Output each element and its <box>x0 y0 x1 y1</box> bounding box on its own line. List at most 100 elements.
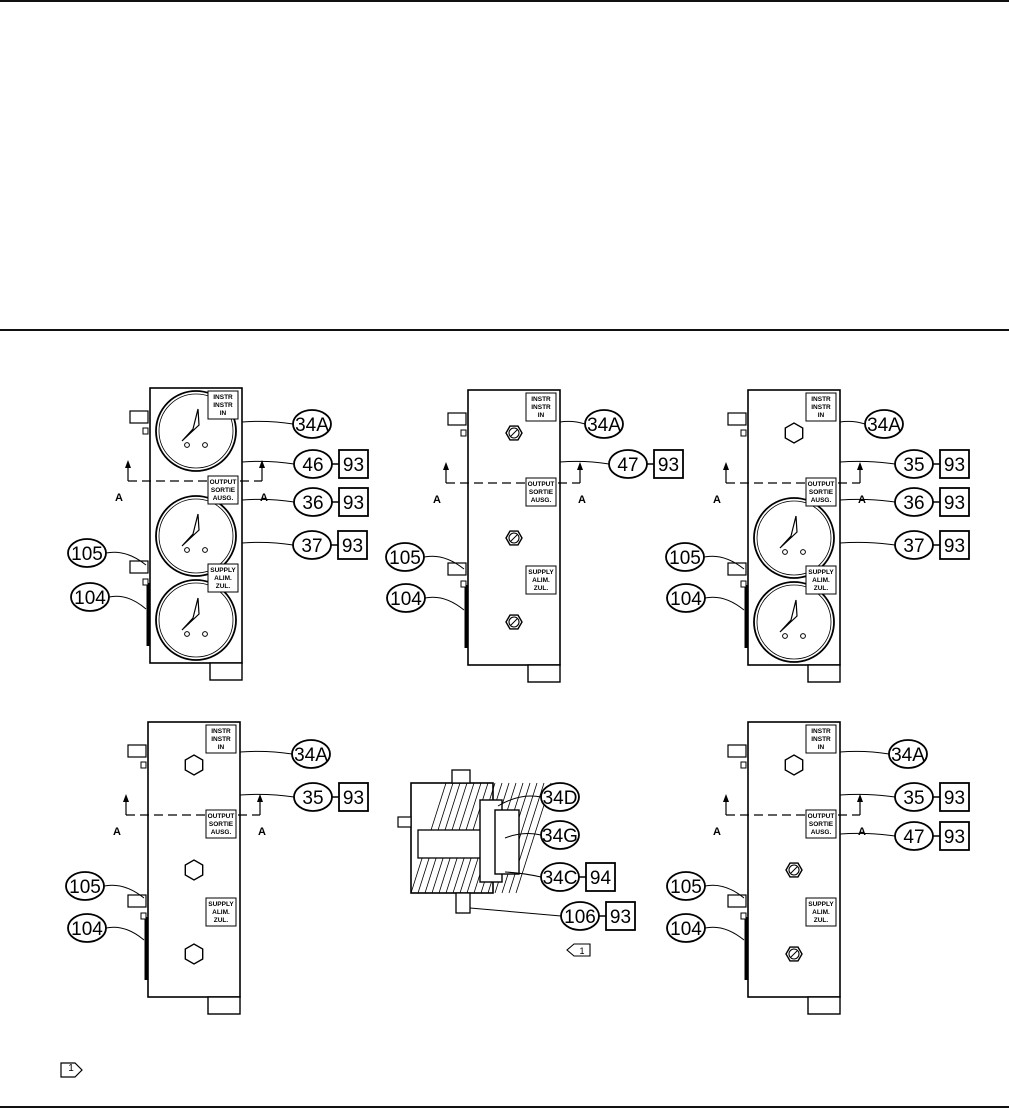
panel-three-plugs-port-3-plug <box>184 943 204 965</box>
panel-three-gauges-foot <box>209 662 243 681</box>
section-callout-106-ref: 93 <box>610 907 631 928</box>
panel-three-gauges-section-arrowhead <box>259 460 265 468</box>
panel-three-gauges-port-1-gauge-bezel <box>158 393 234 469</box>
panel-plug-two-fittings-callout-35-leader <box>839 793 896 798</box>
panel-plug-two-gauges-callout-37-id: 37 <box>903 536 924 557</box>
panel-three-gauges-label-box-line: AUSG. <box>213 495 234 502</box>
panel-three-fittings-callout-47-ref: 93 <box>658 455 679 476</box>
panel-three-gauges-port-1-gauge-screw <box>202 442 208 448</box>
top-rule <box>0 0 1009 2</box>
panel-three-gauges-label-box-line: IN <box>220 410 227 417</box>
panel-plug-two-gauges-callout-37-leader <box>839 541 896 546</box>
panel-plug-two-fittings-pin <box>740 912 747 920</box>
panel-three-plugs-callout-105-id: 105 <box>69 877 101 898</box>
panel-plug-two-gauges-bottom-port <box>727 562 747 576</box>
panel-three-fittings-callout-104-id: 104 <box>390 589 422 610</box>
panel-three-gauges-callout-46-ref: 93 <box>343 455 364 476</box>
panel-three-plugs-label-box-line: INSTR <box>211 736 231 743</box>
panel-plug-two-fittings-callout-47-ref: 93 <box>944 827 965 848</box>
panel-three-gauges-port-1-gauge-needle <box>181 408 200 442</box>
panel-plug-two-fittings-callout-34A-id: 34A <box>891 745 925 766</box>
panel-three-fittings-label-box <box>525 477 557 507</box>
panel-three-gauges-callout-46-id: 46 <box>302 455 323 476</box>
panel-three-plugs-callout-105-bubble <box>65 871 105 901</box>
panel-three-fittings-top-port <box>447 412 467 426</box>
panel-plug-two-fittings-label-box-line: ZUL. <box>814 917 829 924</box>
panel-three-gauges-callout-36-leader <box>241 498 295 503</box>
panel-three-gauges-label-box <box>207 390 239 420</box>
panel-plug-two-fittings-foot <box>807 996 841 1015</box>
panel-plug-two-gauges-pin <box>740 580 747 588</box>
panel-plug-two-gauges-callout-105-id: 105 <box>669 548 701 569</box>
panel-three-fittings-label-box-line: SUPPLY <box>528 569 554 576</box>
panel-three-fittings-port-2-fitting-slash <box>510 534 518 542</box>
panel-three-gauges-port-2-gauge-needle <box>181 513 200 547</box>
panel-plug-two-gauges-port-2-gauge-screw <box>800 549 806 555</box>
panel-plug-two-gauges-port-3-gauge-needle <box>779 599 798 633</box>
panel-three-plugs-callout-34A-bubble <box>291 739 331 769</box>
panel-three-plugs-label-box <box>205 897 237 927</box>
panel-three-plugs-foot <box>207 996 241 1015</box>
panel-plug-two-gauges-label-box-line: OUTPUT <box>808 481 835 488</box>
panel-plug-two-gauges-callout-104-id: 104 <box>670 589 702 610</box>
section-cap <box>494 809 520 875</box>
section-bottom-screw <box>455 892 471 914</box>
panel-three-fittings-port-3-fitting-slash <box>510 618 518 626</box>
panel-three-gauges-callout-104-id: 104 <box>74 588 106 609</box>
panel-three-gauges-callout-104-leader <box>108 595 147 610</box>
panel-three-gauges-port-2-gauge-screw <box>202 547 208 553</box>
section-callout-106-leader <box>469 907 562 917</box>
panel-three-fittings-callout-34A-bubble <box>584 409 624 439</box>
panel-three-plugs-section-mark: A <box>113 826 121 838</box>
section-callout-34C-leader <box>504 871 542 878</box>
panel-plug-two-gauges-callout-34A-id: 34A <box>867 415 901 436</box>
panel-three-fittings-callout-47-leader <box>559 460 610 465</box>
panel-plug-two-fittings-port-2-fitting-port <box>788 864 800 876</box>
section-top-bolt <box>451 769 471 784</box>
panel-plug-two-fittings-pin <box>740 761 747 769</box>
panel-three-plugs-label-box-line: ZUL. <box>214 917 229 924</box>
panel-three-plugs-callout-104-leader <box>105 926 145 941</box>
panel-plug-two-fittings-callout-47-id: 47 <box>903 827 924 848</box>
panel-three-fittings-section-arrowhead <box>577 462 583 470</box>
panel-three-gauges-label-box-line: ALIM. <box>214 575 232 582</box>
panel-three-gauges-port-3-gauge-screw <box>184 631 190 637</box>
panel-plug-two-gauges-port-2-gauge-screw <box>782 549 788 555</box>
section-callout-106-id: 106 <box>564 907 596 928</box>
panel-three-fittings-callout-104-bubble <box>386 583 426 613</box>
panel-plug-two-gauges-callout-105-bubble <box>665 542 705 572</box>
panel-three-fittings-foot <box>527 664 561 683</box>
panel-plug-two-fittings-callout-105-bubble <box>666 871 706 901</box>
panel-plug-two-fittings-port-2-fitting-slash <box>790 866 798 874</box>
panel-three-fittings-label-box-line: OUTPUT <box>528 481 555 488</box>
section-callout-34D-leader <box>497 795 542 807</box>
panel-plug-two-fittings-callout-105-leader <box>704 884 745 899</box>
panel-plug-two-fittings-callout-47-ref-box <box>939 821 970 851</box>
section-callout-34D-id: 34D <box>543 788 578 809</box>
panel-three-plugs-label-box <box>205 724 237 754</box>
section-callout-34C-ref-box <box>585 862 616 892</box>
panel-plug-two-gauges-label-box-line: SUPPLY <box>808 569 834 576</box>
panel-three-plugs-callout-104-id: 104 <box>71 919 103 940</box>
panel-plug-two-fittings-port-3-fitting-port <box>788 948 800 960</box>
panel-three-gauges-callout-105-id: 105 <box>71 544 103 565</box>
panel-three-gauges-callout-36-id: 36 <box>302 493 323 514</box>
panel-three-fittings-section-mark: A <box>578 494 586 506</box>
panel-plug-two-fittings-label-box <box>805 809 837 839</box>
section-bore <box>417 829 489 859</box>
panel-plug-two-gauges-section-arrowhead <box>857 462 863 470</box>
panel-three-plugs-callout-105-leader <box>103 884 145 899</box>
panel-three-gauges-callout-34A-bubble <box>292 409 332 439</box>
panel-plug-two-fittings-callout-104-id: 104 <box>670 919 702 940</box>
panel-three-gauges-callout-46-leader <box>241 460 295 465</box>
section-note-flag <box>566 943 591 957</box>
panel-three-gauges-callout-36-ref-box <box>338 487 369 517</box>
panel-three-plugs-callout-35-id: 35 <box>302 788 323 809</box>
panel-plug-two-gauges-port-3-gauge <box>753 581 835 663</box>
panel-plug-two-gauges-callout-36-ref: 93 <box>944 493 965 514</box>
panel-plug-two-gauges-pin <box>740 429 747 437</box>
panel-plug-two-gauges-port-2-gauge <box>753 497 835 579</box>
